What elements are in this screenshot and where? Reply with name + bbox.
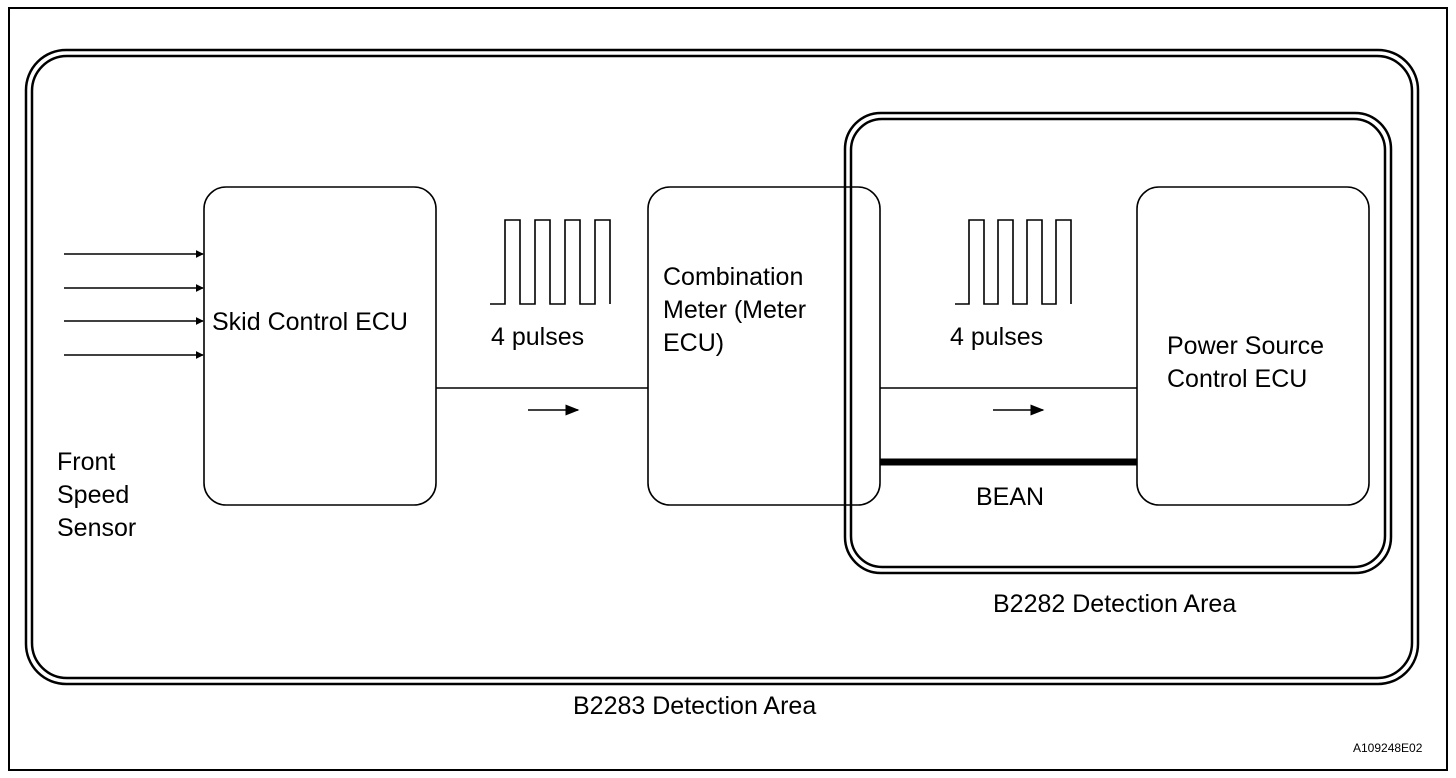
meter-label-line3: ECU) [663, 329, 724, 357]
sensor-label-line3: Sensor [57, 514, 136, 542]
sensor-input-arrows [64, 250, 204, 359]
skid-control-ecu-label: Skid Control ECU [212, 308, 408, 336]
b2282-detection-area-border [843, 111, 1393, 575]
pulses-label-right: 4 pulses [950, 323, 1043, 351]
pulse-waveform-right [955, 219, 1072, 305]
combination-meter-box [647, 186, 881, 506]
b2282-area-label: B2282 Detection Area [993, 590, 1236, 618]
bean-label: BEAN [976, 483, 1044, 511]
power-source-ecu-box [1136, 186, 1370, 506]
pulses-label-left: 4 pulses [491, 323, 584, 351]
figure-code: A109248E02 [1353, 741, 1423, 755]
pulse-waveform-left [490, 219, 611, 305]
figure-frame [8, 7, 1448, 771]
sensor-label-line1: Front [57, 448, 115, 476]
b2283-detection-area-border [24, 48, 1420, 686]
meter-label-line1: Combination [663, 263, 803, 291]
power-source-label-line2: Control ECU [1167, 365, 1307, 393]
skid-control-ecu-box [203, 186, 437, 506]
sensor-label-line2: Speed [57, 481, 129, 509]
b2283-area-label: B2283 Detection Area [573, 692, 816, 720]
power-source-label-line1: Power Source [1167, 332, 1324, 360]
meter-label-line2: Meter (Meter [663, 296, 806, 324]
